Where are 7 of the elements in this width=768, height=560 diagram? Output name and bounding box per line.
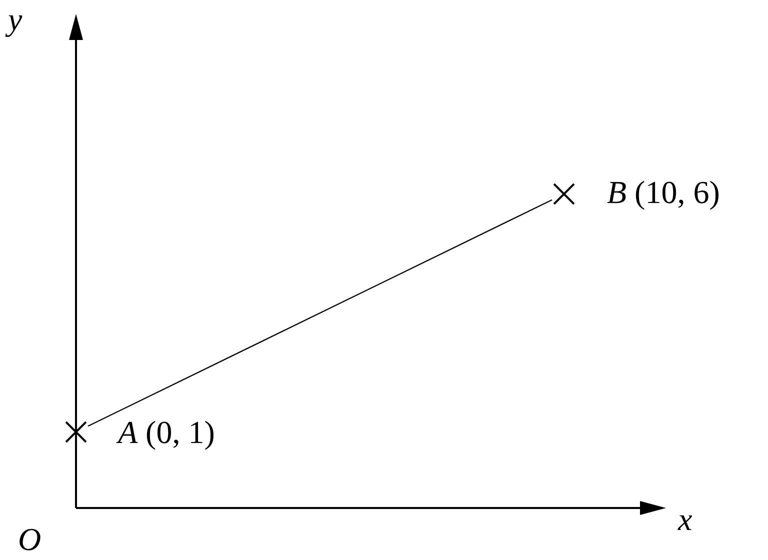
line-segment	[88, 199, 552, 427]
point-label: B (10, 6)	[607, 174, 720, 210]
point-label: A (0, 1)	[118, 414, 215, 450]
point-marker	[552, 182, 576, 206]
axis-label: O	[18, 520, 42, 558]
point-marker	[64, 420, 88, 444]
axis-label: x	[678, 500, 692, 538]
